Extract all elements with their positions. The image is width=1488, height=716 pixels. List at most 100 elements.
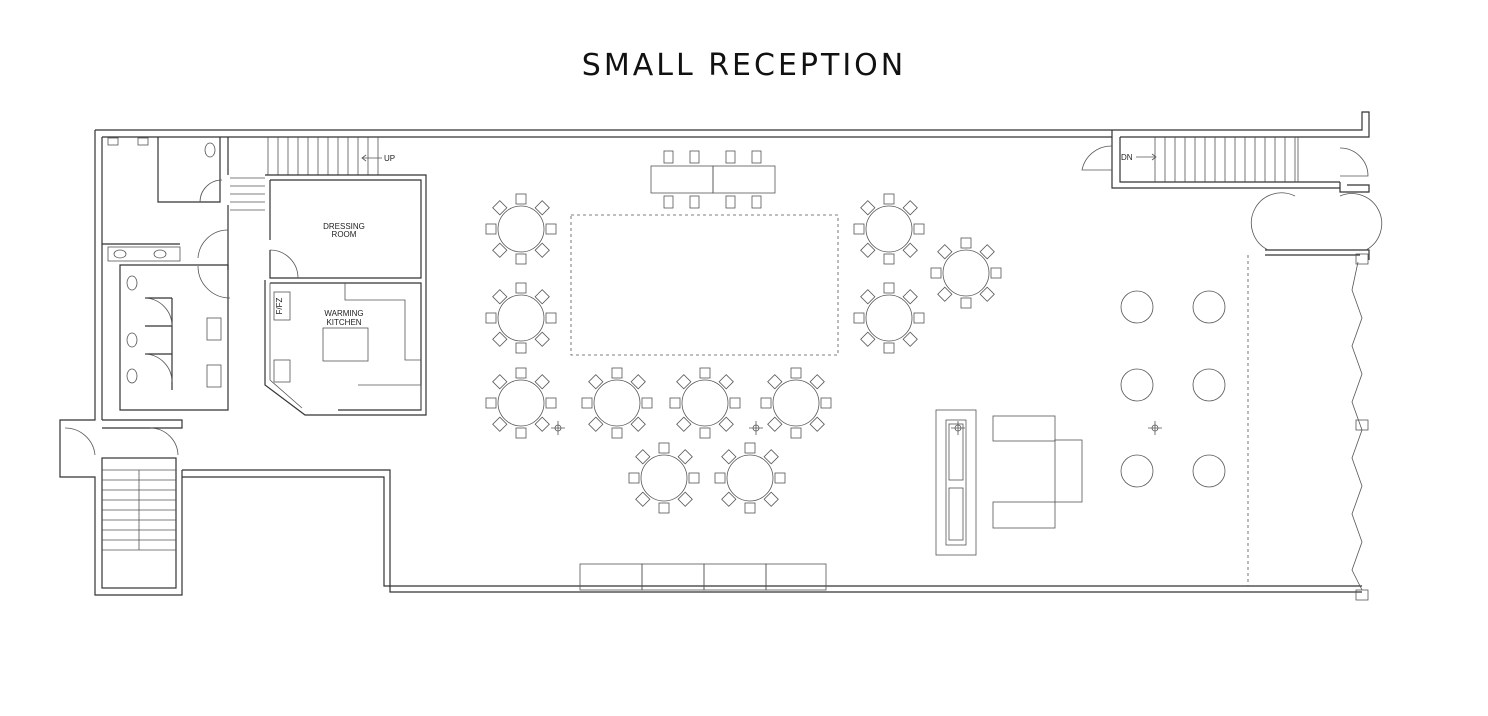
chair (774, 472, 786, 484)
chair (515, 193, 527, 205)
chair (611, 427, 623, 439)
chair (485, 223, 497, 235)
chair (545, 397, 557, 409)
chair (883, 193, 895, 205)
chair (853, 223, 865, 235)
buffet-table (579, 563, 827, 591)
chair (534, 331, 550, 347)
chair (979, 286, 995, 302)
chair (913, 312, 925, 324)
dressing-room: DRESSING ROOM (265, 174, 427, 416)
table-top (593, 379, 641, 427)
table-top (942, 249, 990, 297)
round-table (485, 367, 557, 439)
chair (676, 416, 692, 432)
chair (492, 200, 508, 216)
chair (534, 289, 550, 305)
stair-down: DN (1081, 137, 1383, 251)
column-markers (551, 421, 1162, 435)
chair (677, 449, 693, 465)
chair (628, 472, 640, 484)
table-top (772, 379, 820, 427)
chair (611, 367, 623, 379)
warming-kitchen: F/FZ WARMING KITCHEN (264, 280, 422, 416)
chair (492, 289, 508, 305)
chair (902, 242, 918, 258)
chair (677, 491, 693, 507)
chair (534, 242, 550, 258)
chair (688, 472, 700, 484)
cocktail-table (1192, 454, 1226, 488)
lower-stair (101, 457, 177, 589)
chair (902, 289, 918, 305)
stair-up-label: UP (384, 154, 395, 163)
table-top (640, 454, 688, 502)
round-table (760, 367, 832, 439)
head-table (650, 150, 776, 209)
dressing-room-label-1: DRESSING (323, 222, 365, 231)
cocktail-table (1120, 454, 1154, 488)
round-table (853, 193, 925, 265)
chair (714, 472, 726, 484)
chair (699, 367, 711, 379)
kitchen-label-2: KITCHEN (326, 318, 361, 327)
round-table (485, 282, 557, 354)
round-table (853, 282, 925, 354)
cocktail-table (1192, 290, 1226, 324)
chair (937, 244, 953, 260)
round-table (714, 442, 786, 514)
round-table (485, 193, 557, 265)
round-table (628, 442, 700, 514)
chair (763, 449, 779, 465)
chair (718, 416, 734, 432)
chair (883, 253, 895, 265)
chair (860, 242, 876, 258)
chair (635, 449, 651, 465)
chair (860, 331, 876, 347)
cocktail-table (1192, 368, 1226, 402)
round-table (930, 237, 1002, 309)
chair (960, 297, 972, 309)
chair (635, 491, 651, 507)
cocktail-table (1120, 290, 1154, 324)
kitchen-label-1: WARMING (324, 309, 363, 318)
table-top (865, 205, 913, 253)
chair (860, 289, 876, 305)
chair (515, 427, 527, 439)
chair (767, 374, 783, 390)
restrooms (64, 137, 231, 456)
round-table (581, 367, 653, 439)
chair (630, 374, 646, 390)
dressing-room-label-2: ROOM (332, 230, 357, 239)
table-top (681, 379, 729, 427)
page-title: SMALL RECEPTION (581, 48, 907, 83)
stair-down-label: DN (1121, 153, 1133, 162)
chair (721, 449, 737, 465)
table-top (497, 379, 545, 427)
chair (492, 242, 508, 258)
chair (515, 367, 527, 379)
chair (658, 442, 670, 454)
chair (492, 331, 508, 347)
chair (515, 282, 527, 294)
chair (581, 397, 593, 409)
chair (760, 397, 772, 409)
chair (658, 502, 670, 514)
chair (744, 442, 756, 454)
chair (676, 374, 692, 390)
chair (820, 397, 832, 409)
stair-up: UP (230, 137, 395, 211)
chair (630, 416, 646, 432)
round-table (669, 367, 741, 439)
chair (767, 416, 783, 432)
cocktail-tables (1120, 290, 1226, 488)
chair (979, 244, 995, 260)
chair (930, 267, 942, 279)
chair (718, 374, 734, 390)
chair (790, 427, 802, 439)
bar (935, 409, 977, 556)
exterior-walls (59, 111, 1370, 601)
chair (883, 282, 895, 294)
chair (545, 223, 557, 235)
chair (721, 491, 737, 507)
